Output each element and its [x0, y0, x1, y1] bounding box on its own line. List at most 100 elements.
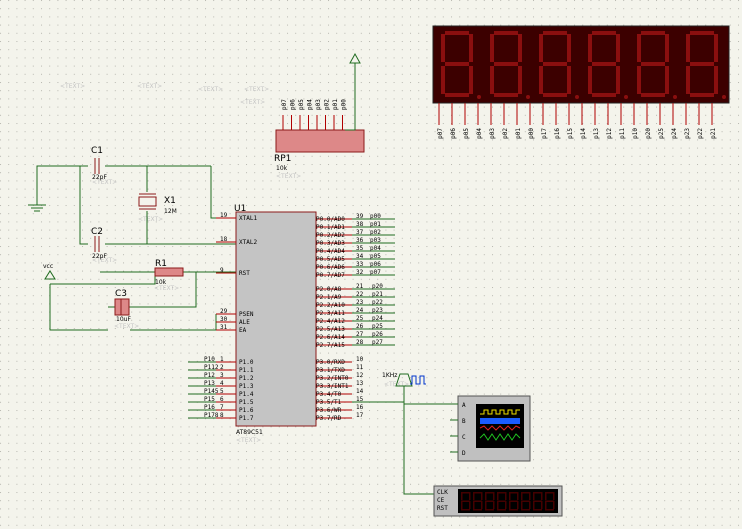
- text-placeholder: <TEXT>: [154, 285, 179, 292]
- display-pin-label: p24: [671, 128, 678, 139]
- display-pin-label: p15: [567, 128, 574, 139]
- p2-net-label: p21: [372, 291, 383, 298]
- vcc-terminal[interactable]: vcc: [43, 263, 56, 280]
- seg-g: [592, 62, 616, 66]
- r1-value: 10k: [155, 279, 167, 286]
- rp1-pin-label: p06: [290, 99, 297, 110]
- u1-pin-number: 5: [220, 388, 224, 395]
- seg-d: [494, 93, 518, 97]
- seg-dp: [477, 95, 481, 99]
- u1-pin-name: P2.3/A11: [316, 310, 345, 317]
- p0-net-label: p00: [370, 213, 381, 220]
- counter-digit: [533, 492, 543, 511]
- signal-generator[interactable]: 1KHz: [382, 372, 458, 495]
- u1-pin-number: 21: [356, 283, 364, 290]
- display-pin-label: p14: [580, 128, 587, 139]
- seg-f: [441, 34, 445, 62]
- counter-digit: [485, 492, 495, 511]
- p0-net-label: p06: [370, 261, 381, 268]
- counter-pin-label: CE: [437, 497, 445, 504]
- u1-pin-name: P3.2/INT0: [316, 375, 349, 382]
- display-pin-label: p23: [684, 128, 691, 139]
- x1-ref: X1: [164, 196, 176, 206]
- seg-e: [686, 66, 690, 94]
- u1-pin-name: RST: [239, 270, 250, 277]
- counter-digits: [461, 492, 555, 511]
- display-pin-label: p01: [515, 128, 522, 139]
- p1-net-label: P10: [204, 356, 215, 363]
- u1-pin-name: P1.0: [239, 359, 254, 366]
- u1-pin-number: 37: [356, 229, 364, 236]
- scope-channel-label: C: [462, 434, 466, 441]
- seg-e: [637, 66, 641, 94]
- c3-value: 10uF: [116, 316, 131, 323]
- seg-f: [539, 34, 543, 62]
- u1-pin-number: 28: [356, 339, 364, 346]
- u1-pin-number: 26: [356, 323, 364, 330]
- u1-pin-number: 6: [220, 396, 224, 403]
- counter-pin-label: RST: [437, 505, 448, 512]
- display-pin-label: p02: [502, 128, 509, 139]
- seg-a: [445, 31, 469, 35]
- u1-pin-number: 36: [356, 237, 364, 244]
- u1-pin-number: 17: [356, 412, 364, 419]
- crystal-x1[interactable]: X1 12M: [138, 193, 177, 215]
- p0-net-label: p07: [370, 269, 381, 276]
- display-pin-label: p16: [554, 128, 561, 139]
- u1-pin-name: XTAL2: [239, 239, 257, 246]
- text-placeholder: <TEXT>: [240, 99, 265, 106]
- display-pin-label: p17: [541, 128, 548, 139]
- display-pin-label: p21: [710, 128, 717, 139]
- u1-part: AT89C51: [236, 429, 263, 436]
- seg-a: [641, 31, 665, 35]
- resistor-r1[interactable]: R1 10k: [154, 259, 184, 286]
- text-placeholder: <TEXT>: [60, 83, 85, 90]
- u1-pin-number: 7: [220, 404, 224, 411]
- display-pin-label: p00: [528, 128, 535, 139]
- u1-pin-number: 14: [356, 388, 364, 395]
- counter-digit: [521, 492, 531, 511]
- u1-pin-name: P1.5: [239, 399, 254, 406]
- display-digit: [490, 31, 530, 99]
- display-pin-label: p13: [593, 128, 600, 139]
- seg-g: [494, 62, 518, 66]
- seg-b: [616, 34, 620, 62]
- rp1-pin-label: p05: [298, 99, 305, 110]
- display-pin-label: p22: [697, 128, 704, 139]
- capacitor-c1[interactable]: C1 22pF: [91, 146, 107, 181]
- p1-net-label: P15: [204, 396, 215, 403]
- seg-a: [592, 31, 616, 35]
- signal-gen-label: 1KHz: [382, 372, 397, 379]
- u1-pin-number: 12: [356, 372, 364, 379]
- seg-f: [637, 34, 641, 62]
- scope-channel-label: D: [462, 450, 466, 457]
- u1-pin-number: 30: [220, 316, 228, 323]
- u1-pin-name: P2.5/A13: [316, 326, 345, 333]
- seg-dp: [722, 95, 726, 99]
- u1-pin-name: P3.6/WR: [316, 407, 342, 414]
- text-placeholders: <TEXT> <TEXT> <TEXT> <TEXT> <TEXT> <TEXT…: [60, 83, 409, 444]
- seg-b: [469, 34, 473, 62]
- display-pin-label: p10: [632, 128, 639, 139]
- seg-b: [567, 34, 571, 62]
- capacitor-c3[interactable]: C3 10uF: [114, 289, 131, 323]
- capacitor-c2[interactable]: C2 22pF: [91, 227, 107, 260]
- seg-c: [665, 66, 669, 94]
- text-placeholder: <TEXT>: [236, 437, 261, 444]
- seg-d: [641, 93, 665, 97]
- seg-c: [469, 66, 473, 94]
- u1-pin-number: 1: [220, 356, 224, 363]
- seg-dp: [526, 95, 530, 99]
- seg-f: [686, 34, 690, 62]
- p0-net-label: p05: [370, 253, 381, 260]
- display-pin-label: p11: [619, 128, 626, 139]
